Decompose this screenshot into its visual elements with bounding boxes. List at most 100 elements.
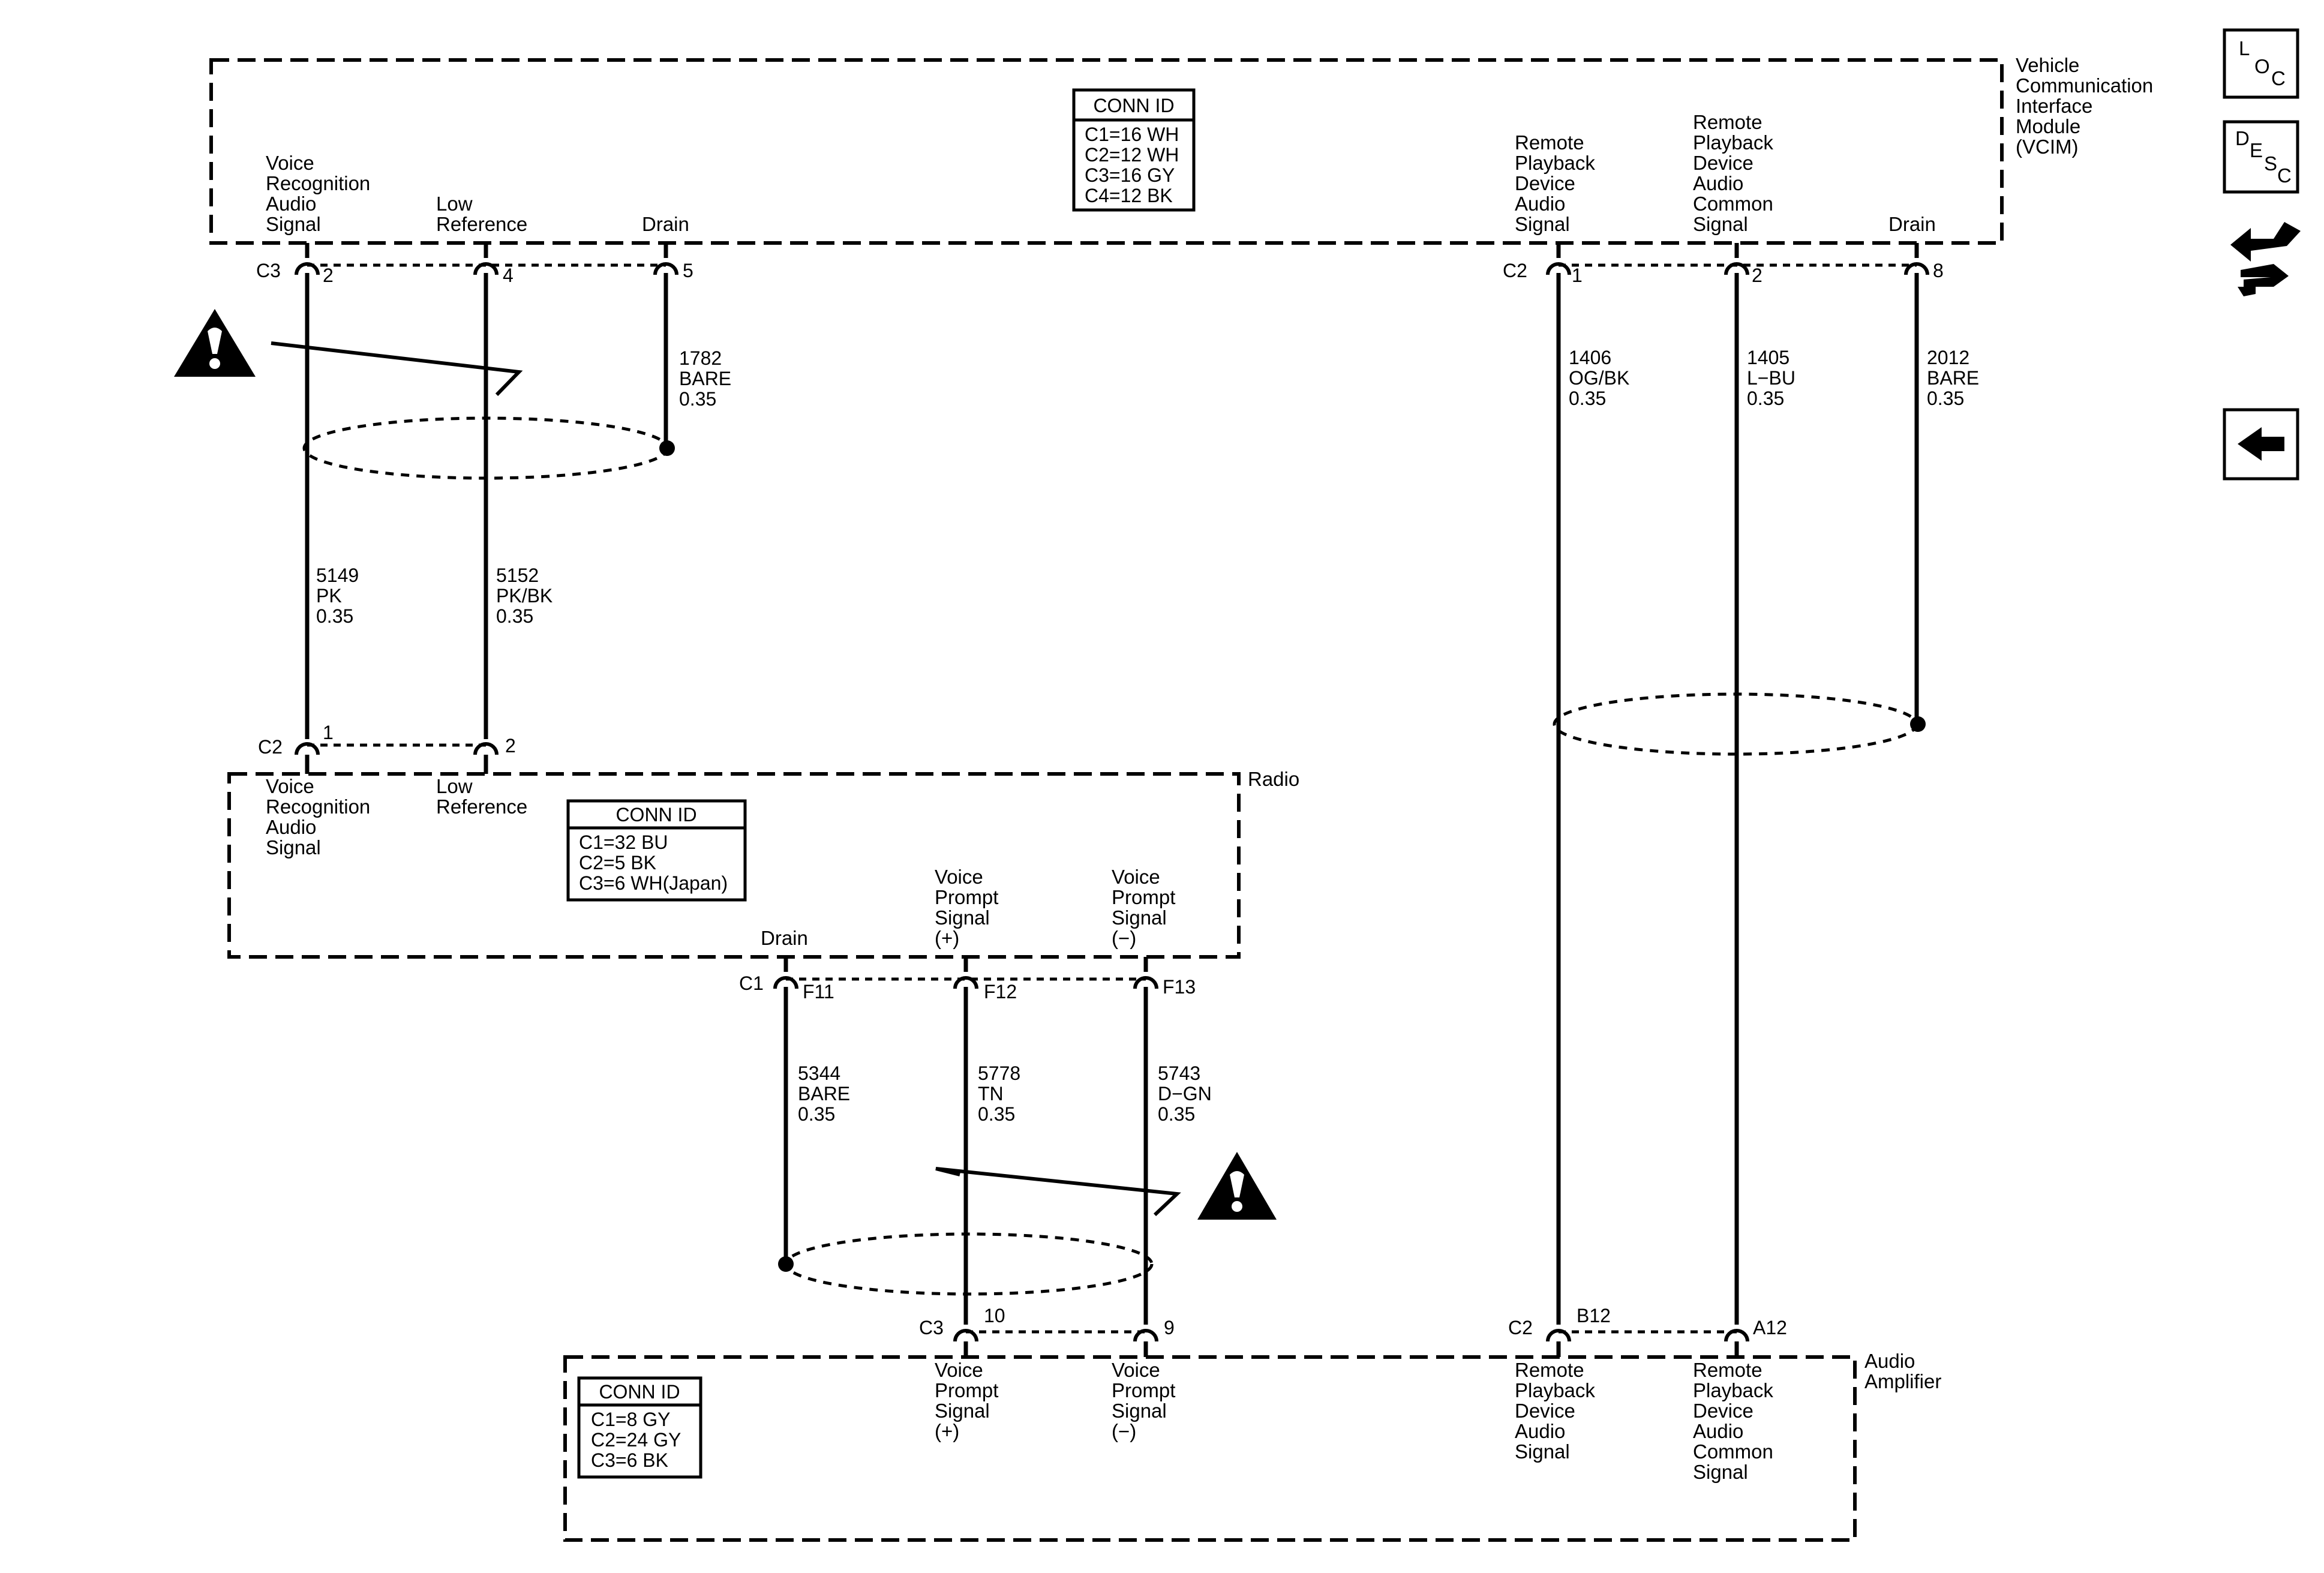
text-line: Recognition xyxy=(266,795,370,818)
text-line: Voice xyxy=(935,1359,983,1381)
loc-letter: L xyxy=(2239,37,2250,59)
text-line: 0.35 xyxy=(1158,1103,1195,1125)
text-line: 1782 xyxy=(679,347,722,369)
text-line: Device xyxy=(1693,152,1753,174)
desc-letter: C xyxy=(2277,164,2292,187)
vcim-conn-id-header: CONN ID xyxy=(1093,95,1174,116)
connector-end-view-icon[interactable] xyxy=(2230,222,2301,296)
text-line: Audio xyxy=(1864,1350,1915,1372)
terminal-stubs xyxy=(305,243,1919,1357)
text-line: Signal xyxy=(1112,906,1167,929)
text-line: Remote xyxy=(1693,1359,1762,1381)
text-line: Low xyxy=(436,775,473,797)
text-line: Signal xyxy=(935,1400,990,1422)
amp-module-box xyxy=(563,1355,1857,1542)
radio-c2-connector-label: C2 xyxy=(258,736,283,758)
pin-label: B12 xyxy=(1577,1305,1611,1326)
radio-conn-id-header: CONN ID xyxy=(615,804,696,825)
text-line: D−GN xyxy=(1158,1083,1212,1104)
loc-letter: C xyxy=(2271,67,2286,89)
amp-c2-connector-label: C2 xyxy=(1508,1317,1533,1338)
text-line: C2=12 WH xyxy=(1085,144,1179,166)
text-line: Voice xyxy=(1112,866,1160,888)
pin-label: 2 xyxy=(505,735,516,757)
text-line: (−) xyxy=(1112,1420,1136,1442)
loc-letter: O xyxy=(2254,55,2270,77)
text-line: Signal xyxy=(1112,1400,1167,1422)
pin-label: 9 xyxy=(1164,1317,1175,1338)
text-line: Prompt xyxy=(935,886,998,908)
back-button[interactable] xyxy=(2223,408,2299,481)
text-line: 0.35 xyxy=(1569,388,1606,409)
warning-icon[interactable] xyxy=(174,309,256,377)
text-line: Signal xyxy=(935,906,990,929)
text-line: (+) xyxy=(935,927,959,949)
text-line: Module xyxy=(2016,115,2080,137)
text-line: Radio xyxy=(1248,768,1299,790)
desc-letter: D xyxy=(2235,127,2250,149)
pin-label: 2 xyxy=(323,265,334,286)
text-line: Audio xyxy=(266,816,316,838)
text-line: 0.35 xyxy=(496,605,533,627)
text-line: Drain xyxy=(642,213,689,235)
text-line: Common xyxy=(1693,1440,1773,1463)
radio-title: Radio xyxy=(1248,768,1299,790)
text-line: 1406 xyxy=(1569,347,1611,368)
text-line: Reference xyxy=(436,213,527,235)
twisted-pair-symbol xyxy=(271,341,523,397)
text-line: Audio xyxy=(1515,193,1565,215)
twisted-pair-symbol xyxy=(935,1167,1181,1217)
text-line: Playback xyxy=(1693,1379,1773,1401)
text-line: Remote xyxy=(1515,131,1584,154)
text-line: 5743 xyxy=(1158,1062,1200,1084)
pin-label: 1 xyxy=(323,722,334,743)
text-line: C2=24 GY xyxy=(591,1429,681,1451)
text-line: Vehicle xyxy=(2016,54,2079,76)
warning-icon[interactable] xyxy=(1197,1152,1277,1220)
desc-button[interactable]: D E S C xyxy=(2223,120,2299,194)
text-line: Reference xyxy=(436,795,527,818)
text-line: Drain xyxy=(761,927,808,949)
drain-splice xyxy=(659,440,675,456)
desc-letter: S xyxy=(2264,152,2277,175)
text-line: Interface xyxy=(2016,95,2092,117)
loc-button[interactable]: L O C xyxy=(2223,28,2299,99)
pin-label: 4 xyxy=(503,265,514,286)
text-line: C3=16 GY xyxy=(1085,164,1175,186)
text-line: C1=8 GY xyxy=(591,1409,671,1430)
text-line: Audio xyxy=(266,193,316,215)
text-line: 0.35 xyxy=(798,1103,835,1125)
text-line: (+) xyxy=(935,1420,959,1442)
text-line: 5344 xyxy=(798,1062,840,1084)
text-line: C4=12 BK xyxy=(1085,185,1173,206)
text-line: 5778 xyxy=(978,1062,1020,1084)
text-line: PK/BK xyxy=(496,585,553,607)
pin-label: 2 xyxy=(1752,265,1762,286)
text-line: Signal xyxy=(1693,213,1748,235)
text-line: 0.35 xyxy=(316,605,353,627)
text-line: Prompt xyxy=(935,1379,998,1401)
text-line: TN xyxy=(978,1083,1004,1104)
amp-c3-connector-label: C3 xyxy=(919,1317,944,1338)
text-line: Device xyxy=(1515,172,1575,194)
text-line: OG/BK xyxy=(1569,367,1629,389)
